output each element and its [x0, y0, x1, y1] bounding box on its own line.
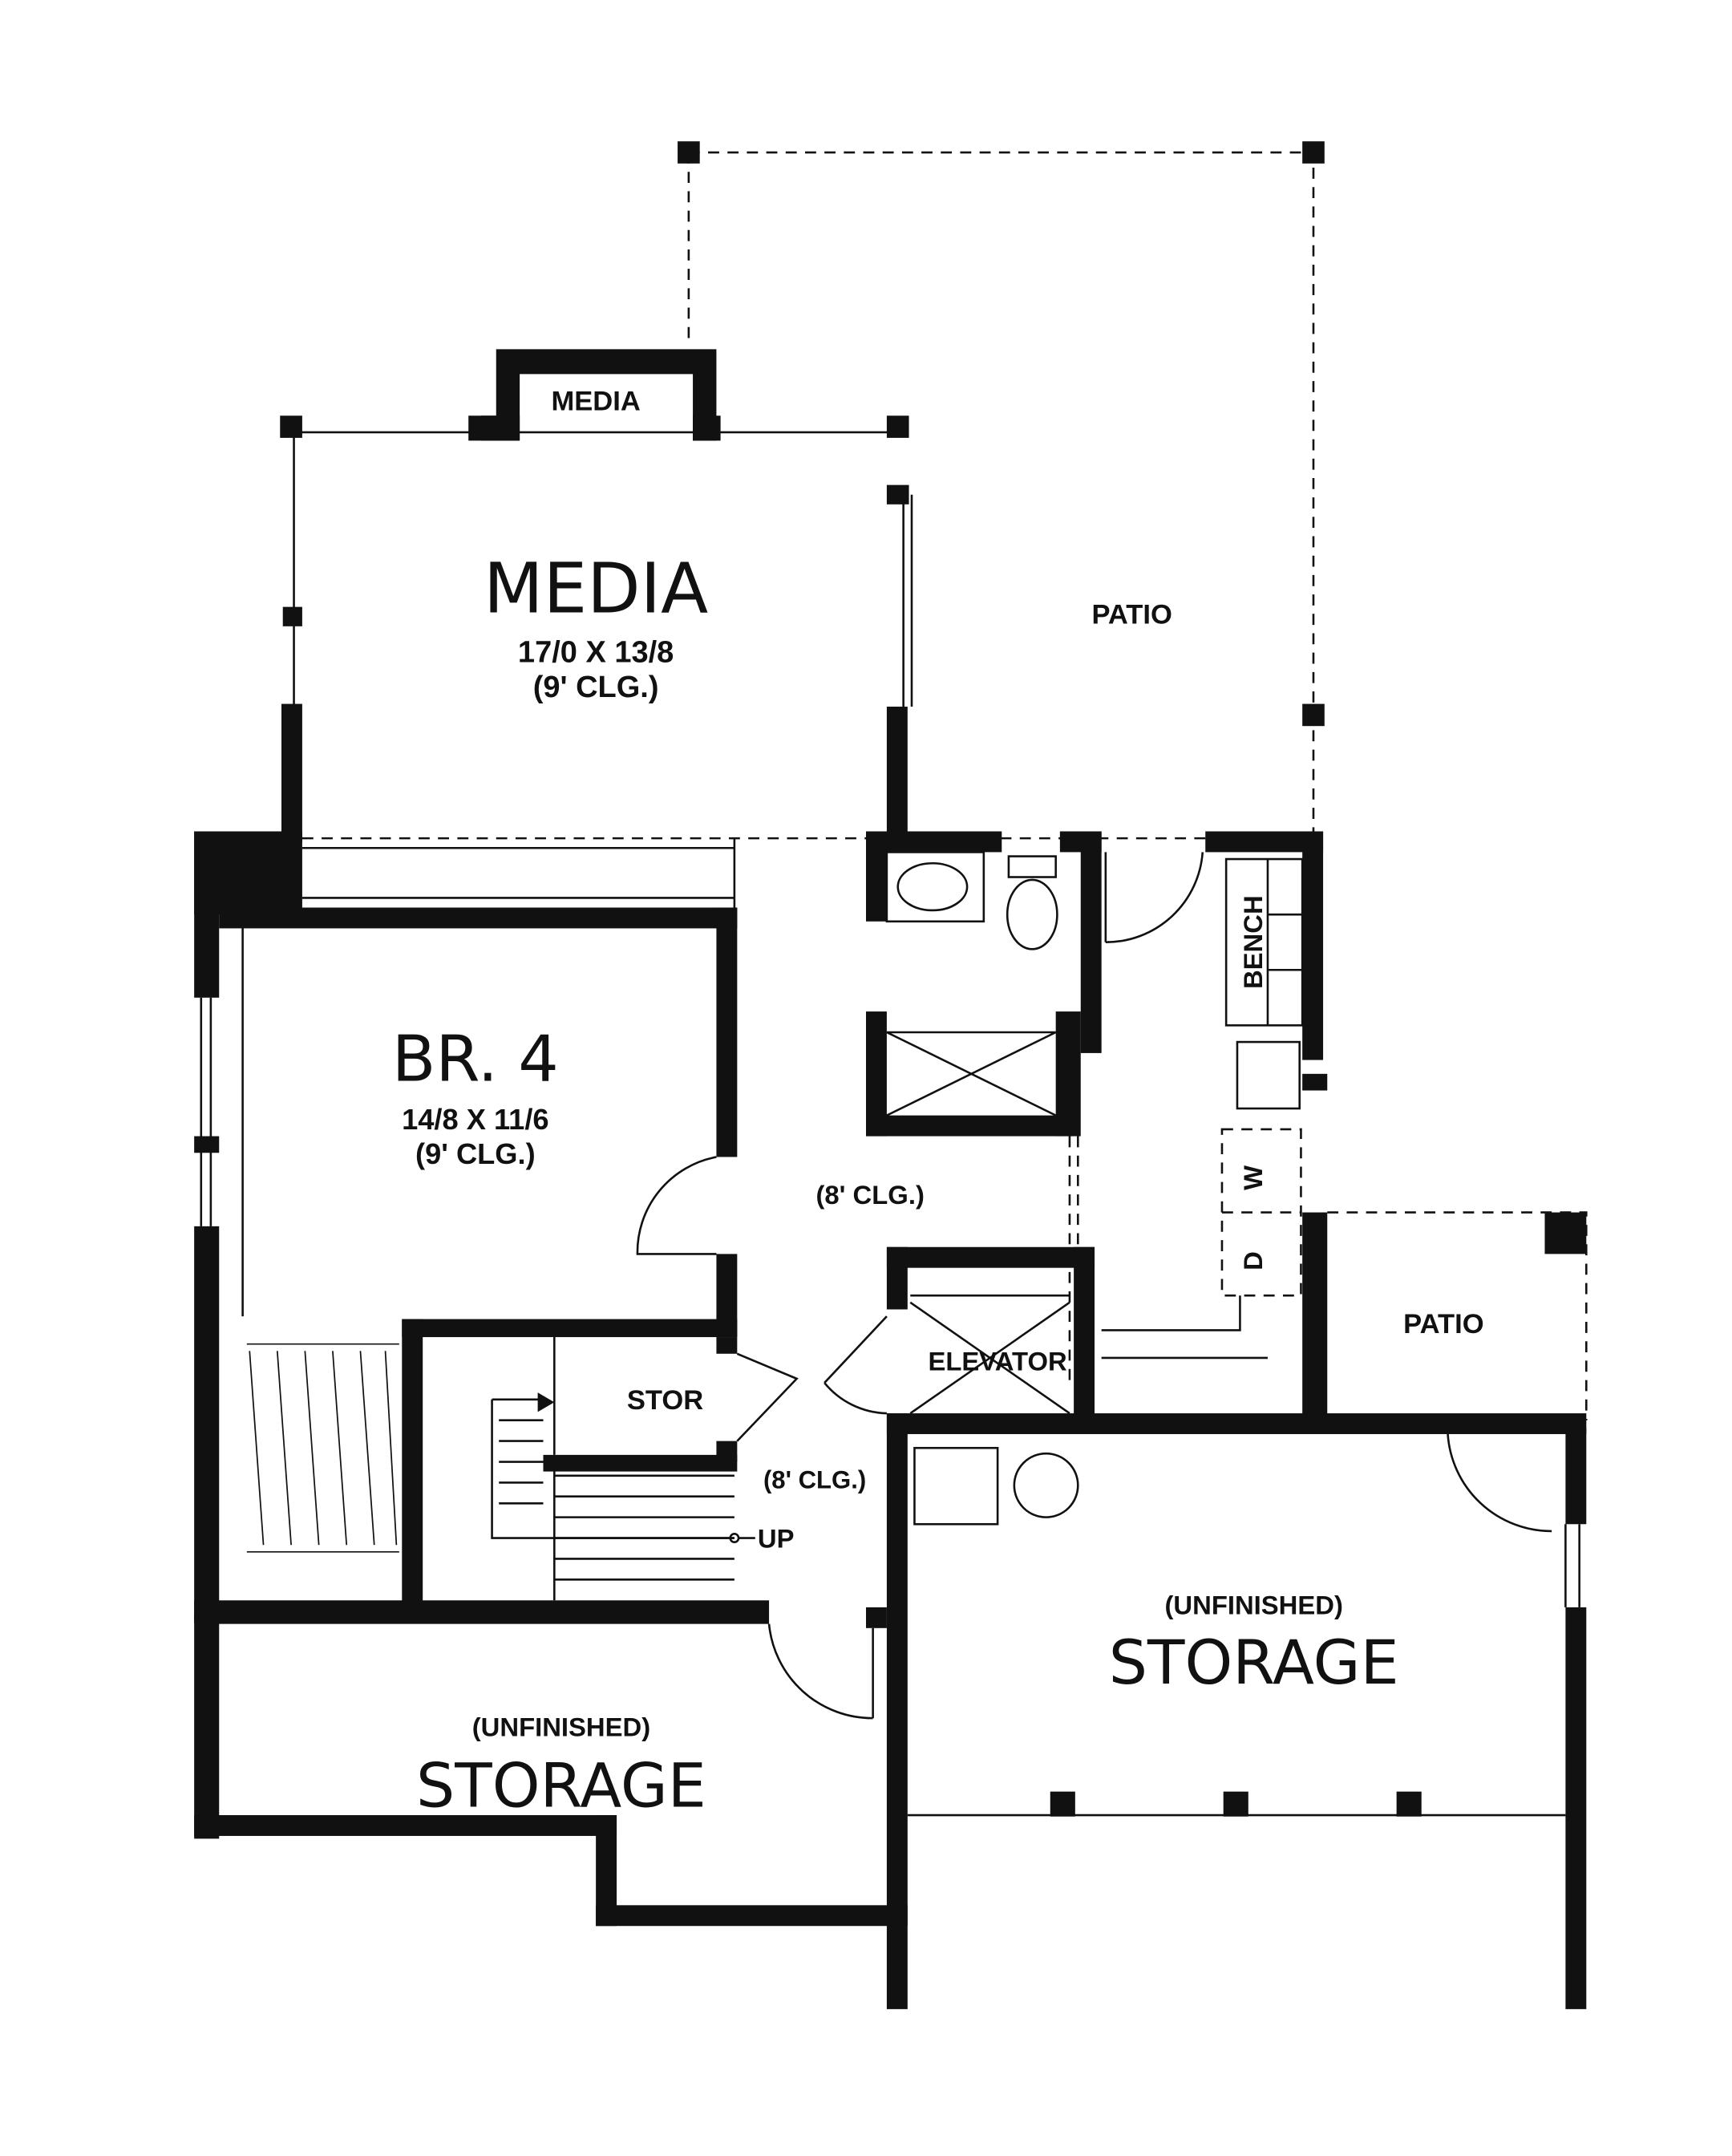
media-niche-label: MEDIA — [551, 386, 640, 416]
storage-left-name: STORAGE — [416, 1750, 706, 1822]
br4-dims: 14/8 X 11/6 — [402, 1103, 549, 1136]
br4-ceiling: (9' CLG.) — [415, 1137, 536, 1170]
elevator-label: ELEVATOR — [929, 1347, 1067, 1376]
patio-post — [1544, 1212, 1587, 1254]
media-room-name: MEDIA — [484, 549, 708, 630]
media-room-dims: 17/0 X 13/8 — [518, 636, 674, 670]
br4-name: BR. 4 — [392, 1021, 559, 1096]
storage-left-walls — [194, 1607, 908, 1927]
storage-right-name: STORAGE — [1109, 1627, 1399, 1698]
stair-ceiling: (8' CLG.) — [763, 1465, 866, 1493]
patio-top-label: PATIO — [1091, 599, 1172, 630]
storage-right-walls — [886, 1413, 1587, 2009]
storage-right-note: (UNFINISHED) — [1165, 1591, 1343, 1620]
dryer-label: D — [1238, 1251, 1268, 1270]
media-room-ceiling: (9' CLG.) — [533, 671, 659, 704]
laundry — [1101, 831, 1588, 1420]
bench-label: BENCH — [1238, 895, 1268, 989]
closet-hanging-rods — [246, 1343, 399, 1553]
elevator-shaft — [824, 1246, 1095, 1428]
bedroom-walls — [194, 831, 770, 1624]
patio-outline — [301, 141, 1325, 840]
stairs-up-label: UP — [758, 1524, 795, 1554]
media-walls — [280, 349, 913, 845]
hall-ceiling: (8' CLG.) — [815, 1180, 924, 1210]
patio-right-label: PATIO — [1403, 1309, 1483, 1339]
stor-label: STOR — [627, 1385, 703, 1416]
stairs — [491, 1337, 799, 1601]
storage-left-note: (UNFINISHED) — [472, 1712, 650, 1742]
bathroom — [866, 831, 1102, 1386]
washer-label: W — [1238, 1165, 1268, 1190]
